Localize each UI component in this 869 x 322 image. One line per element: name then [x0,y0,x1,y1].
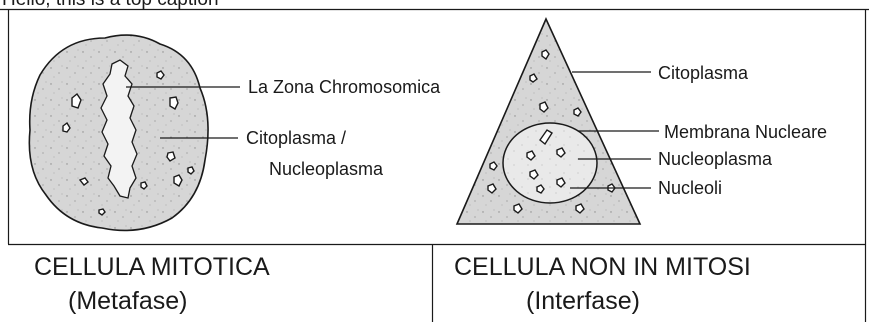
caption-mitotic-phase: (Metafase) [68,287,187,315]
caption-interphase-phase: (Interfase) [526,287,640,315]
label-nuclear-membrane: Membrana Nucleare [664,122,827,142]
top-caption: Hello, this is a top caption [2,0,219,10]
label-nucleoplasm: Nucleoplasma [658,149,773,169]
label-cytoplasm-nucleoplasm-line2: Nucleoplasma [269,159,384,179]
mitotic-cell [29,35,240,230]
label-cytoplasm-nucleoplasm-line1: Citoplasma / [246,128,346,148]
label-nucleoli: Nucleoli [658,178,722,198]
caption-interphase-cell: CELLULA NON IN MITOSI [454,253,751,281]
label-cytoplasm: Citoplasma [658,63,749,83]
label-chromosome-zone: La Zona Chromosomica [248,77,441,97]
caption-mitotic-cell: CELLULA MITOTICA [34,253,270,281]
interphase-cell [457,19,659,224]
